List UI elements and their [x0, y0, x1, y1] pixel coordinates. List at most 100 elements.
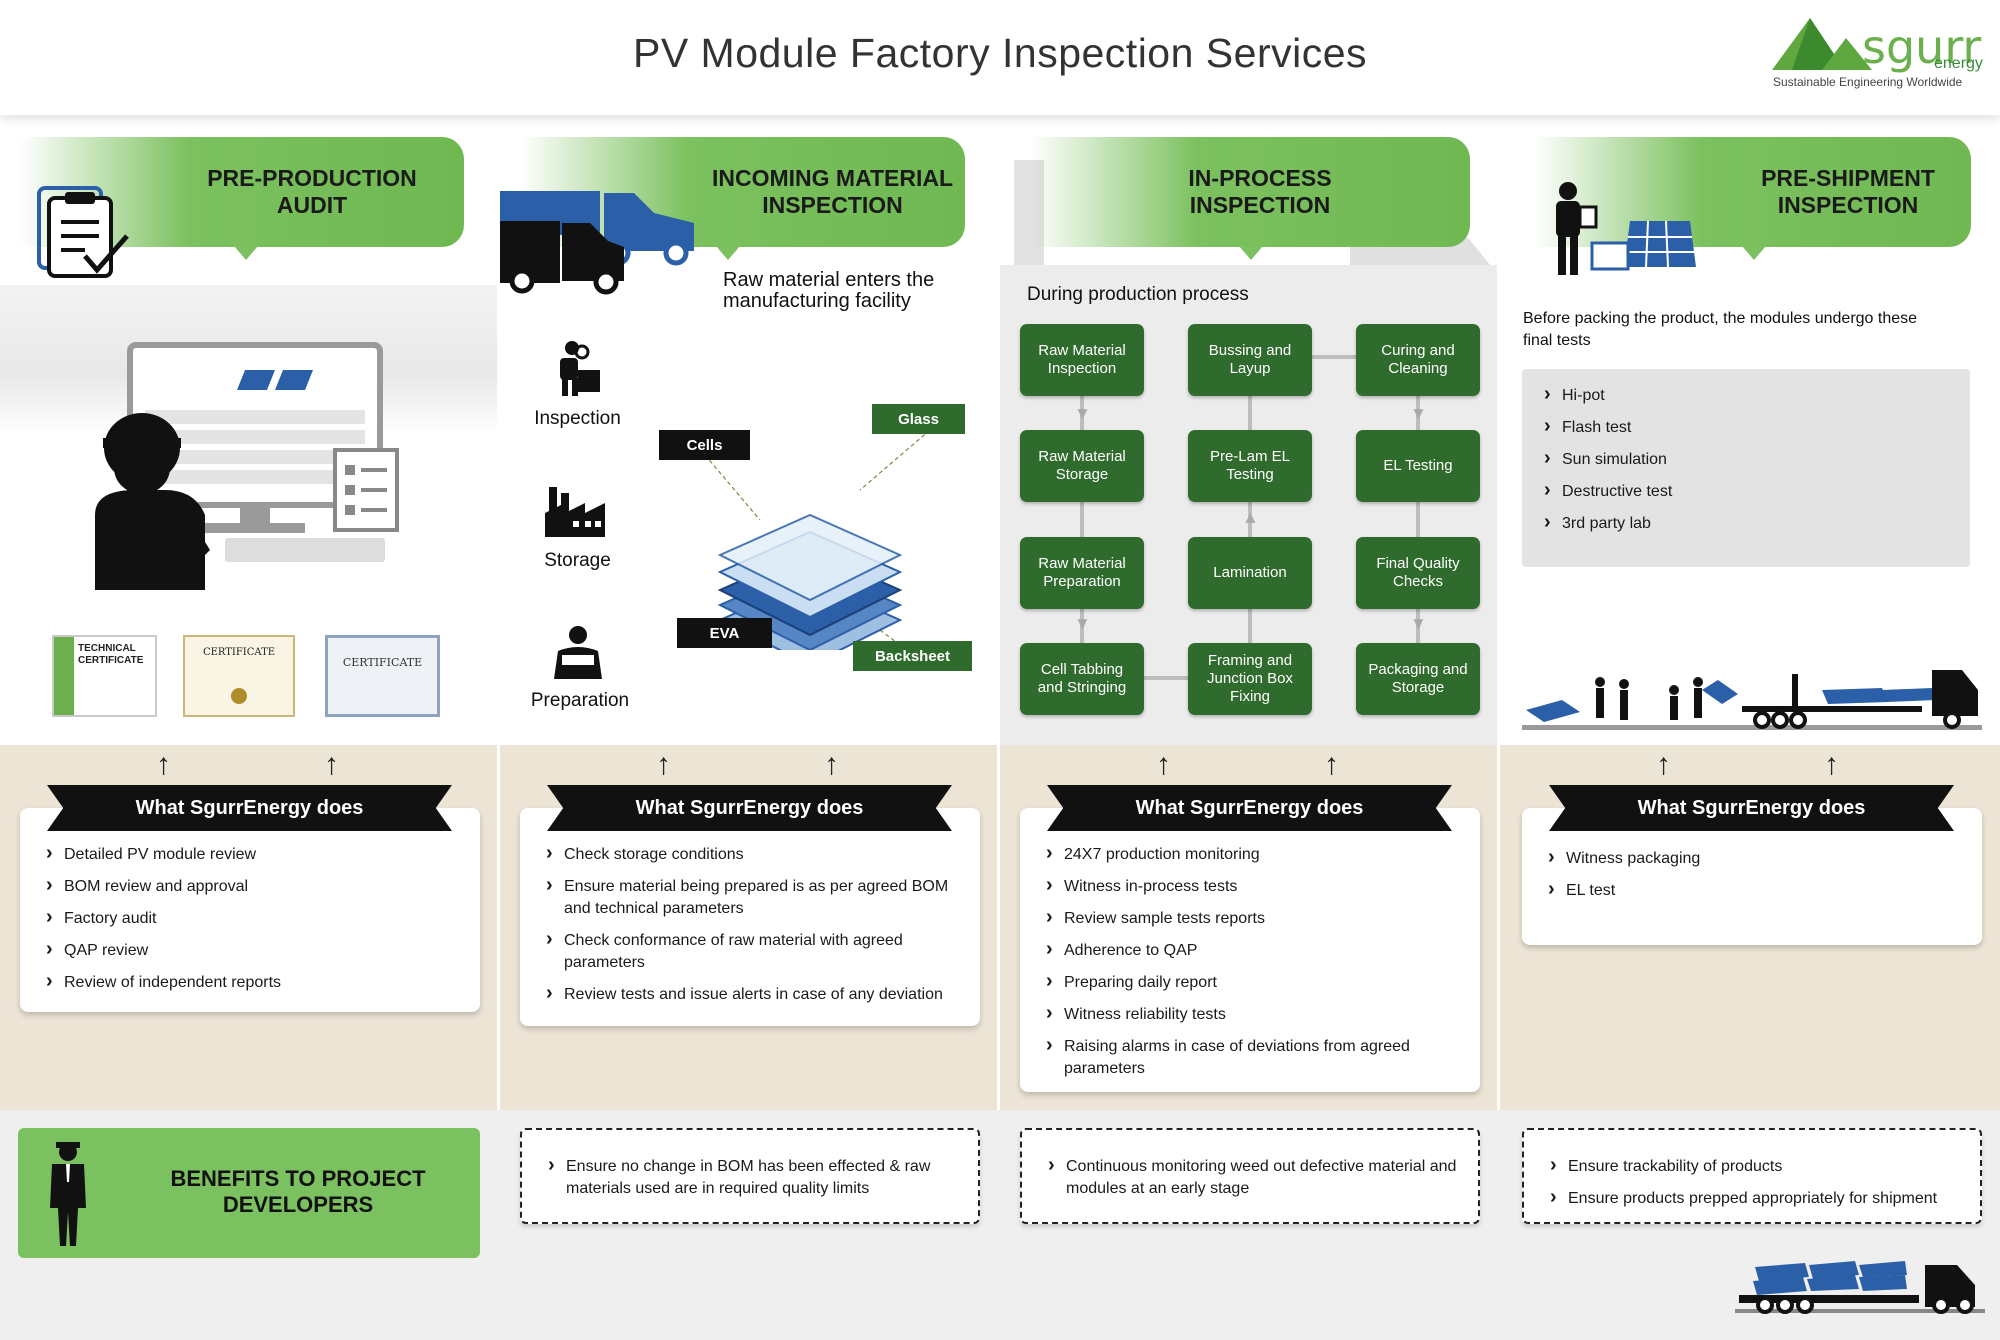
flow-connector: [1311, 355, 1356, 359]
does-item: Review sample tests reports: [1042, 906, 1462, 930]
benefit-box-2: Continuous monitoring weed out defective…: [1020, 1128, 1480, 1224]
flow-bussing-layup: Bussing and Layup: [1188, 324, 1312, 396]
certificate-image: CERTIFICATE: [325, 635, 440, 717]
does-item: Review tests and issue alerts in case of…: [542, 982, 962, 1006]
test-item: Sun simulation: [1540, 447, 1952, 471]
flow-connector: [1080, 380, 1084, 680]
does-item: Witness reliability tests: [1042, 1002, 1462, 1026]
down-arrow-icon: ▼: [1074, 614, 1091, 633]
down-arrow-icon: ▼: [1410, 404, 1427, 423]
up-arrow-icon: ↑: [656, 748, 671, 781]
down-arrow-icon: ▼: [1074, 404, 1091, 423]
does-item: QAP review: [42, 938, 462, 962]
does-item: Witness packaging: [1544, 846, 1964, 870]
does-card-1: Detailed PV module review BOM review and…: [20, 808, 480, 1012]
inspection-worker-icon: [560, 341, 600, 396]
preshipment-subtitle: Before packing the product, the modules …: [1523, 310, 1918, 349]
layer-cells-label: Cells: [659, 430, 750, 460]
down-arrow-icon: ▼: [1410, 614, 1427, 633]
does-item: Detailed PV module review: [42, 842, 462, 866]
flow-cell-tabbing-stringing: Cell Tabbing and Stringing: [1020, 643, 1144, 715]
test-item: Hi-pot: [1540, 383, 1952, 407]
flow-raw-material-storage: Raw Material Storage: [1020, 430, 1144, 502]
flow-pre-lam-el-testing: Pre-Lam EL Testing: [1188, 430, 1312, 502]
does-item: Check conformance of raw material with a…: [542, 928, 962, 974]
does-ribbon: What SgurrEnergy does: [1549, 785, 1954, 831]
inprocess-subtitle: During production process: [1027, 284, 1249, 305]
flow-final-quality-checks: Final Quality Checks: [1356, 537, 1480, 609]
flow-packaging-storage: Packaging and Storage: [1356, 643, 1480, 715]
banner-tail: [234, 246, 258, 260]
logo-mountain-icon: [1772, 18, 1872, 70]
pv-layers-diagram: [704, 429, 931, 650]
does-ribbon: What SgurrEnergy does: [47, 785, 452, 831]
preparation-worker-icon: [554, 626, 602, 679]
benefits-box: BENEFITS TO PROJECT DEVELOPERS: [18, 1128, 480, 1258]
flow-connector: [1143, 676, 1188, 680]
businessman-icon: [50, 1142, 86, 1246]
benefit-box-3: Ensure trackability of products Ensure p…: [1522, 1128, 1982, 1224]
does-item: BOM review and approval: [42, 874, 462, 898]
benefit-item: Ensure products prepped appropriately fo…: [1546, 1186, 1962, 1210]
does-ribbon: What SgurrEnergy does: [1047, 785, 1452, 831]
logo-tagline: Sustainable Engineering Worldwide: [1773, 75, 1963, 89]
does-item: Factory audit: [42, 906, 462, 930]
logo-name: sgurr: [1862, 20, 1982, 74]
flow-raw-material-inspection: Raw Material Inspection: [1020, 324, 1144, 396]
up-arrow-icon: ↑: [156, 748, 171, 781]
layer-eva-label: EVA: [677, 618, 772, 648]
flow-lamination: Lamination: [1188, 537, 1312, 609]
loading-truck-icon: [1522, 670, 1982, 730]
banner-in-process: IN-PROCESS INSPECTION: [1030, 137, 1470, 247]
benefit-box-1: Ensure no change in BOM has been effecte…: [520, 1128, 980, 1224]
up-arrow-icon: ↑: [324, 748, 339, 781]
layer-backsheet-label: Backsheet: [853, 641, 972, 671]
benefit-item: Continuous monitoring weed out defective…: [1044, 1154, 1460, 1200]
up-arrow-icon: ▲: [1242, 508, 1259, 527]
clipboard-check-icon: [37, 186, 129, 278]
page-header: PV Module Factory Inspection Services sg…: [0, 0, 2000, 115]
does-item: Ensure material being prepared is as per…: [542, 874, 962, 920]
flow-framing-junction-box: Framing and Junction Box Fixing: [1188, 643, 1312, 715]
auditor-computer-icon: [95, 342, 399, 590]
does-item: Preparing daily report: [1042, 970, 1462, 994]
step-preparation-label: Preparation: [530, 690, 630, 711]
step-storage-label: Storage: [544, 550, 611, 571]
does-item: Adherence to QAP: [1042, 938, 1462, 962]
up-arrow-icon: ↑: [1656, 748, 1671, 781]
layer-glass-label: Glass: [872, 404, 965, 434]
banner-tail: [1742, 246, 1766, 260]
does-item: Check storage conditions: [542, 842, 962, 866]
certificate-image: CERTIFICATE: [183, 635, 295, 717]
flow-el-testing: EL Testing: [1356, 430, 1480, 502]
up-arrow-icon: ↑: [1824, 748, 1839, 781]
up-arrow-icon: ↑: [1324, 748, 1339, 781]
does-item: Review of independent reports: [42, 970, 462, 994]
does-item: 24X7 production monitoring: [1042, 842, 1462, 866]
banner-tail: [716, 246, 740, 260]
banner-pre-shipment: PRE-SHIPMENT INSPECTION: [1535, 137, 1971, 247]
logo-sub: energy: [1934, 55, 1983, 72]
final-tests-list: Hi-pot Flash test Sun simulation Destruc…: [1540, 383, 1952, 535]
factory-storage-icon: [545, 487, 605, 537]
does-ribbon: What SgurrEnergy does: [547, 785, 952, 831]
banner-tail: [1239, 246, 1263, 260]
trucks-icon: [500, 191, 694, 295]
test-item: Flash test: [1540, 415, 1952, 439]
test-item: 3rd party lab: [1540, 511, 1952, 535]
solar-truck-icon: [1735, 1261, 1985, 1314]
does-item: EL test: [1544, 878, 1964, 902]
test-item: Destructive test: [1540, 479, 1952, 503]
incoming-subtitle: Raw material enters the manufacturing fa…: [723, 269, 935, 312]
technical-certificate-image: TECHNICAL CERTIFICATE: [52, 635, 157, 717]
does-item: Raising alarms in case of deviations fro…: [1042, 1034, 1462, 1080]
does-card-3: 24X7 production monitoring Witness in-pr…: [1020, 808, 1480, 1092]
up-arrow-icon: ↑: [824, 748, 839, 781]
flow-curing-cleaning: Curing and Cleaning: [1356, 324, 1480, 396]
worker-solar-panel-icon: [1556, 182, 1696, 275]
page-title: PV Module Factory Inspection Services: [632, 30, 1368, 76]
flow-connector: [1248, 380, 1252, 680]
flow-connector: [1416, 380, 1420, 680]
up-arrow-icon: ↑: [1156, 748, 1171, 781]
final-tests-box: Hi-pot Flash test Sun simulation Destruc…: [1522, 369, 1970, 567]
